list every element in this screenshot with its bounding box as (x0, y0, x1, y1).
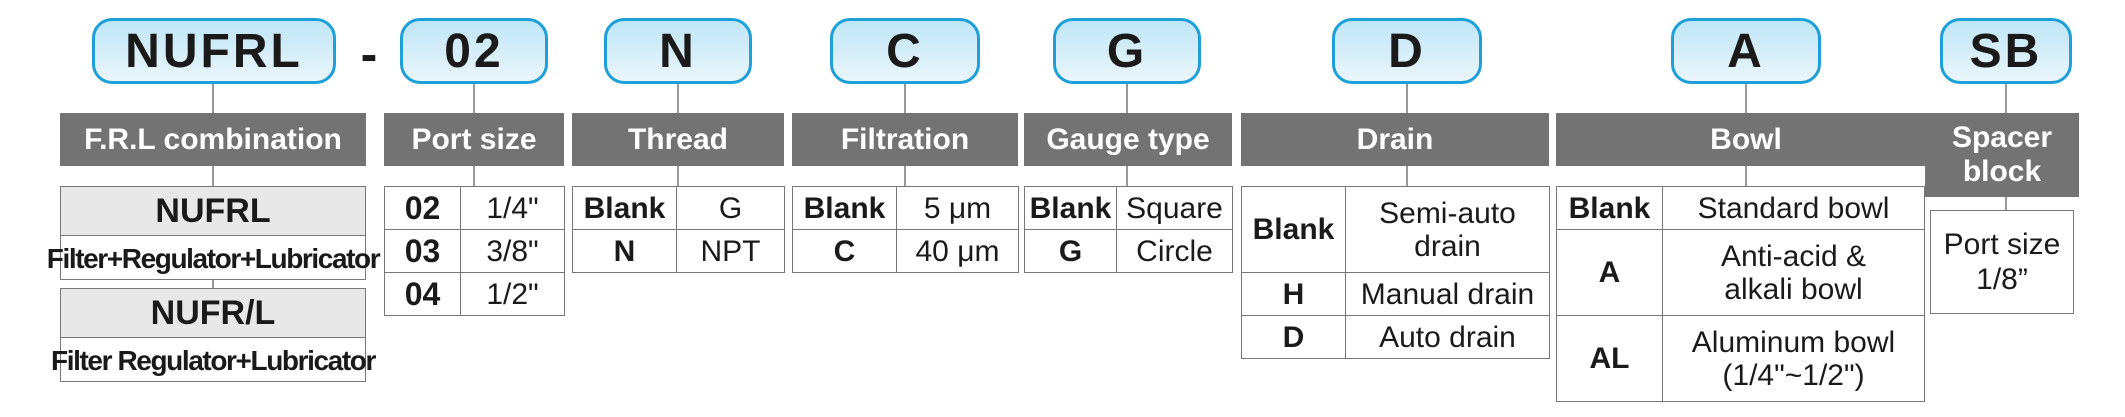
table-row: Blank Standard bowl (1556, 186, 1925, 230)
header-bowl: Bowl (1556, 113, 1936, 166)
thread-table: Blank G N NPT (572, 186, 785, 273)
filtration-code-cell: Blank (792, 186, 897, 230)
table-row: 04 1/2" (384, 272, 565, 316)
port-size-table: 02 1/4" 03 3/8" 04 1/2" (384, 186, 565, 316)
drain-code-pill: D (1332, 18, 1482, 84)
drain-code-cell: H (1241, 272, 1346, 316)
table-row: 03 3/8" (384, 229, 565, 273)
port-code-cell: 02 (384, 186, 461, 230)
drain-table: Blank Semi-auto drain H Manual drain D A… (1241, 186, 1550, 359)
table-row: N NPT (572, 229, 785, 273)
bowl-value-cell: Aluminum bowl (1/4"~1/2") (1662, 315, 1925, 402)
filtration-value-cell: 5 μm (896, 186, 1019, 230)
drain-code-cell: Blank (1241, 186, 1346, 273)
port-value-cell: 1/2" (460, 272, 565, 316)
table-row: Blank G (572, 186, 785, 230)
port-value-cell: 3/8" (460, 229, 565, 273)
table-row: 02 1/4" (384, 186, 565, 230)
frl-option-code: NUFRL (61, 187, 365, 236)
gauge-type-table: Blank Square G Circle (1024, 186, 1233, 273)
model-code-pill: NUFRL (92, 18, 336, 84)
bowl-code-cell: A (1556, 229, 1663, 316)
table-row: H Manual drain (1241, 272, 1550, 316)
thread-code-cell: N (572, 229, 677, 273)
filtration-value-cell: 40 μm (896, 229, 1019, 273)
thread-code-pill: N (604, 18, 752, 84)
filtration-code-pill: C (830, 18, 980, 84)
spacer-code-pill: SB (1940, 18, 2072, 84)
thread-value-cell: G (676, 186, 785, 230)
header-filtration: Filtration (792, 113, 1018, 166)
drain-code-cell: D (1241, 315, 1346, 359)
port-code-cell: 03 (384, 229, 461, 273)
frl-option-nufr-l: NUFR/L Filter Regulator+Lubricator (51, 288, 376, 382)
bowl-code-pill: A (1671, 18, 1821, 84)
bowl-value-cell: Anti-acid & alkali bowl (1662, 229, 1925, 316)
header-frl-combination: F.R.L combination (60, 113, 366, 166)
port-value-cell: 1/4" (460, 186, 565, 230)
bowl-code-cell: Blank (1556, 186, 1663, 230)
thread-code-cell: Blank (572, 186, 677, 230)
code-separator: - (360, 26, 378, 82)
frl-option-description: Filter Regulator+Lubricator (51, 344, 376, 376)
table-row: G Circle (1024, 229, 1233, 273)
bowl-code-cell: AL (1556, 315, 1663, 402)
table-row: Blank 5 μm (792, 186, 1019, 230)
table-row: A Anti-acid & alkali bowl (1556, 229, 1925, 316)
gauge-value-cell: Circle (1116, 229, 1233, 273)
thread-value-cell: NPT (676, 229, 785, 273)
drain-value-cell: Semi-auto drain (1345, 186, 1550, 273)
header-port-size: Port size (384, 113, 564, 166)
gauge-code-cell: Blank (1024, 186, 1117, 230)
filtration-code-cell: C (792, 229, 897, 273)
bowl-table: Blank Standard bowl A Anti-acid & alkali… (1556, 186, 1925, 402)
table-row: C 40 μm (792, 229, 1019, 273)
header-drain: Drain (1241, 113, 1549, 166)
frl-option-description: Filter+Regulator+Lubricator (46, 242, 381, 274)
gauge-code-cell: G (1024, 229, 1117, 273)
frl-option-nufrl: NUFRL Filter+Regulator+Lubricator (46, 186, 381, 280)
header-gauge-type: Gauge type (1024, 113, 1232, 166)
header-thread: Thread (572, 113, 784, 166)
gauge-value-cell: Square (1116, 186, 1233, 230)
filtration-table: Blank 5 μm C 40 μm (792, 186, 1019, 273)
table-row: Blank Square (1024, 186, 1233, 230)
drain-value-cell: Manual drain (1345, 272, 1550, 316)
drain-value-cell: Auto drain (1345, 315, 1550, 359)
spacer-port-size-box: Port size 1/8” (1930, 210, 2074, 314)
port-code-pill: 02 (400, 18, 548, 84)
header-spacer-block: Spacer block (1925, 113, 2079, 197)
table-row: D Auto drain (1241, 315, 1550, 359)
port-code-cell: 04 (384, 272, 461, 316)
bowl-value-cell: Standard bowl (1662, 186, 1925, 230)
table-row: AL Aluminum bowl (1/4"~1/2") (1556, 315, 1925, 402)
frl-option-code: NUFR/L (61, 289, 365, 338)
gauge-code-pill: G (1053, 18, 1201, 84)
table-row: Blank Semi-auto drain (1241, 186, 1550, 273)
